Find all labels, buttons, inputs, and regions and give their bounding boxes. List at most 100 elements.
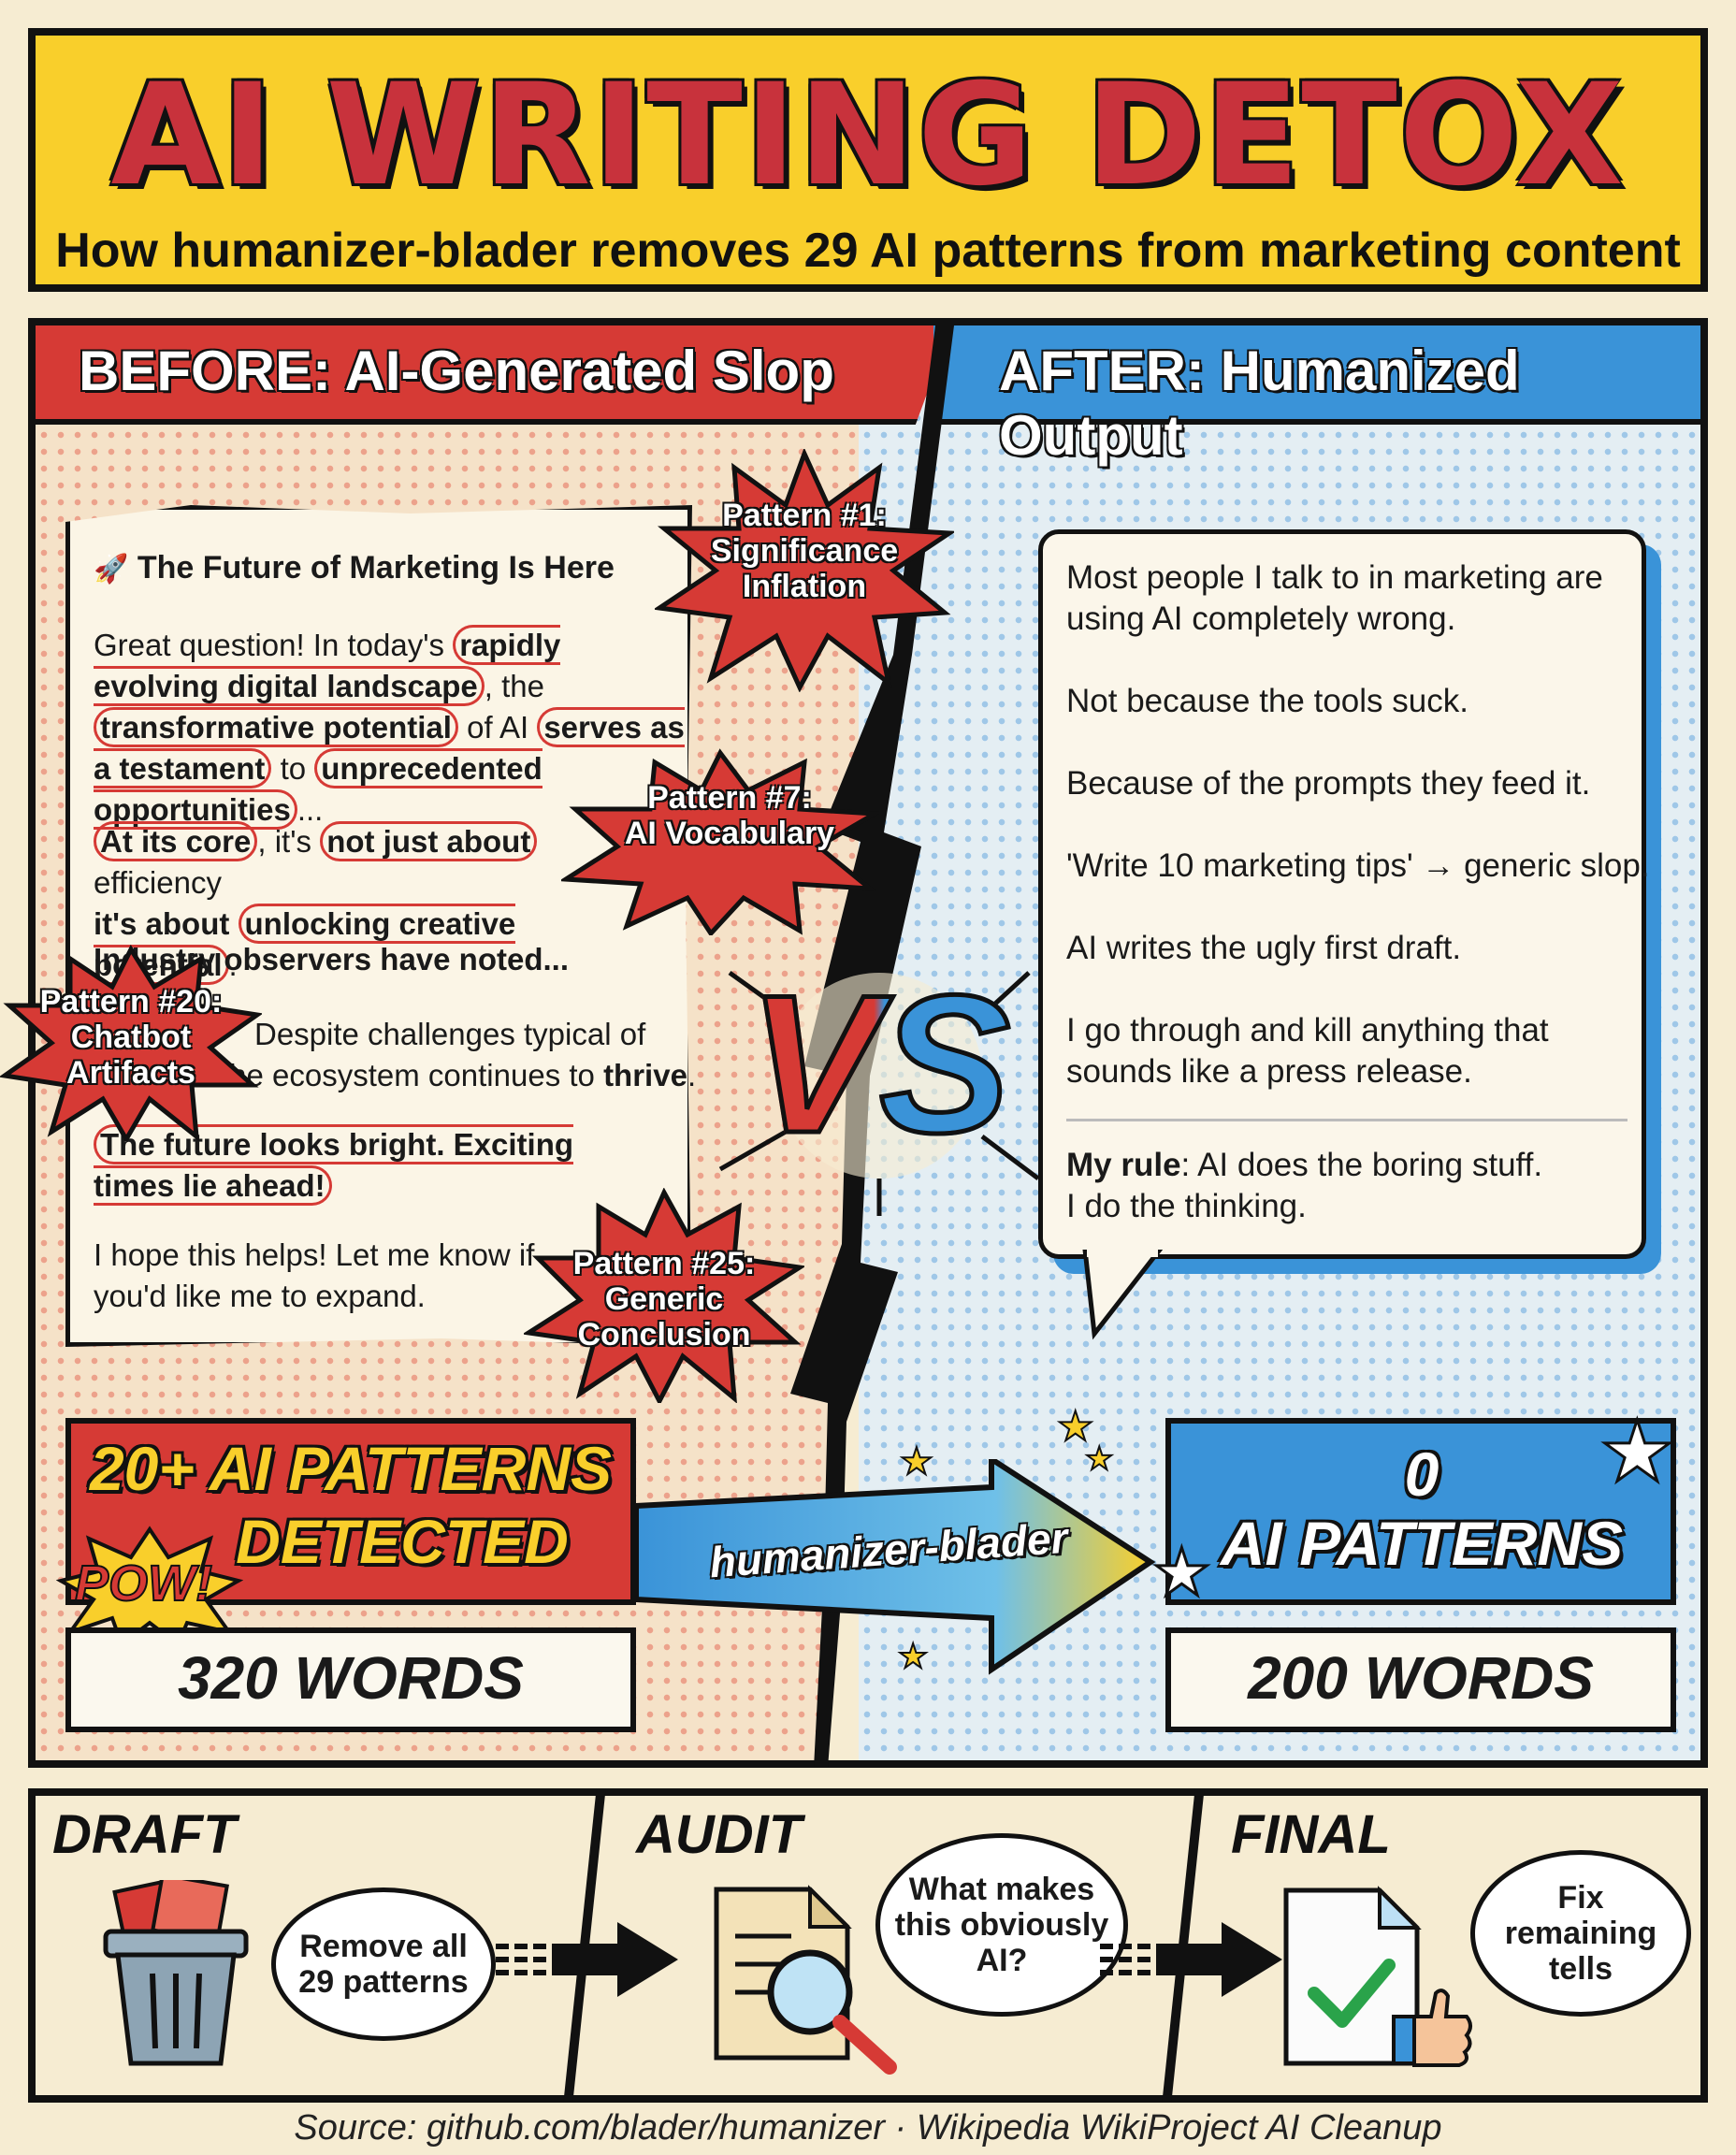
step-final-title: FINAL [1231,1804,1391,1865]
after-pattern-count-box [1165,1418,1676,1605]
bubble-line: remaining [1504,1916,1657,1951]
vs-text: VS [745,954,1012,1174]
sparkle-icon: ★ [899,1440,934,1483]
slop-text: Great question! In today's [94,628,454,662]
flagged-phrase: rapidly evolving digital landscape [94,625,561,706]
after-pattern-count-line-1: 0 [1404,1439,1439,1509]
pattern-label-line: Conclusion [577,1317,751,1352]
flagged-phrase: serves as a testament [94,707,685,788]
vs-burst-icon [718,935,1040,1216]
after-rule-line-2: I do the thinking. [1066,1188,1307,1224]
slop-paragraph-3: Industry observers have noted... [94,942,569,976]
flagged-phrase: unprecedented opportunities [94,748,542,830]
pattern-label-line: Artifacts [66,1055,195,1091]
slop-paragraph-2: At its core, it's not just about efficie… [94,821,645,986]
pattern-20-burst [0,945,262,1141]
after-line-6: AI writes the ugly first draft. [1066,930,1462,966]
page-title: AI WRITING DETOX [110,54,1626,217]
bubble-line: AI? [976,1943,1028,1978]
after-banner-text: AFTER: Humanized Output [999,340,1520,467]
slop-paragraph-5: The future looks bright. Exciting times … [94,1124,599,1207]
trash-icon [103,1880,249,2066]
slop-text: . [228,947,238,982]
flagged-phrase: The future looks bright. Exciting times … [94,1124,574,1206]
slop-text: thrive [603,1058,687,1092]
pow-label: POW! [74,1555,213,1613]
slop-paragraph-4b: the ecosystem continues to thrive. [221,1055,696,1096]
step-draft-title: DRAFT [52,1804,237,1865]
sparkle-icon: ★ [1084,1440,1115,1478]
pattern-label-line: Pattern #20: [39,984,223,1020]
bubble-line: 29 patterns [298,1964,469,2000]
after-line-3: Not because the tools suck. [1066,683,1468,719]
arrow-right-icon [1100,1922,1282,1997]
step-draft-bubble: Remove all 29 patterns [271,1887,496,2041]
after-word-count: 200 WORDS [1165,1627,1676,1732]
humanized-bubble [1038,529,1646,1259]
before-pattern-count-line-1: 20+ AI PATTERNS [89,1434,613,1503]
pattern-label-line: AI Vocabulary [624,816,835,851]
pattern-label-line: Pattern #25: [572,1246,756,1281]
sparkle-icon: ★ [1056,1403,1094,1451]
bubble-line: Fix [1557,1880,1604,1916]
arrow-right-icon [496,1922,678,1997]
pattern-label-line: Inflation [742,569,867,604]
transform-arrow-icon [636,1459,1156,1675]
magnifier-icon [714,1885,897,2075]
after-pattern-count-line-2: AI PATTERNS [1220,1509,1624,1578]
flagged-phrase: transformative potential [94,707,458,747]
bubble-divider [1066,1119,1628,1121]
star-icon: ★ [1599,1405,1677,1501]
doc-title: The Future of Marketing Is Here [137,550,615,586]
before-word-count: 320 WORDS [65,1627,636,1732]
pattern-1-burst [655,449,954,692]
before-banner: BEFORE: AI-Generated Slop [36,325,952,425]
slop-text: , it's [257,824,321,859]
slop-paragraph-4a: Despite challenges typical of [254,1017,646,1051]
versus-label: VS [745,959,1012,1169]
flagged-phrase: not just about [320,821,538,861]
slop-paragraph-1: Great question! In today's rapidly evolv… [94,625,692,831]
check-document-icon [1283,1886,1472,2067]
slop-text: the ecosystem continues to [221,1058,604,1092]
pattern-7-burst [561,748,879,935]
pattern-20-label: Pattern #20: Chatbot Artifacts [28,984,234,1091]
after-line-4: Because of the prompts they feed it. [1066,765,1591,802]
slop-text: efficiency [94,865,222,900]
after-line-7: I go through and kill anything that [1066,1012,1549,1049]
bubble-line: this obviously [894,1907,1109,1943]
bubble-line: tells [1548,1951,1613,1987]
page-subtitle: How humanizer-blader removes 29 AI patte… [55,224,1681,278]
after-line-5: 'Write 10 marketing tips' → generic slop… [1066,847,1650,884]
after-line-1: Most people I talk to in marketing are [1066,559,1603,596]
slop-paragraph-6: I hope this helps! Let me know if you'd … [94,1237,535,1313]
star-icon: ★ [1151,1535,1213,1611]
before-banner-text: BEFORE: AI-Generated Slop [79,340,834,402]
rule-label: My rule [1066,1147,1181,1183]
header: AI WRITING DETOX How humanizer-blader re… [28,28,1708,292]
step-audit-bubble: What makes this obviously AI? [875,1833,1128,2017]
bubble-line: What makes [908,1872,1095,1907]
pattern-7-label: Pattern #7: AI Vocabulary [617,780,842,851]
pattern-label-line: Significance [710,533,899,569]
pattern-label-line: Generic [604,1281,724,1317]
step-audit-title: AUDIT [636,1804,803,1865]
after-line-2: using AI completely wrong. [1066,600,1456,637]
slop-text: . [687,1058,697,1092]
pattern-label-line: Pattern #1: [722,498,887,533]
step-final-bubble: Fix remaining tells [1470,1850,1691,2017]
slop-text: it's about [94,906,239,941]
after-line-8: sounds like a press release. [1066,1053,1472,1090]
slop-text: of AI [457,710,538,745]
sparkle-icon: ★ [897,1636,929,1676]
pattern-25-burst [524,1188,804,1403]
rocket-icon: 🚀 [94,554,129,585]
after-banner: AFTER: Humanized Output [933,325,1700,467]
before-pattern-count-line-2: DETECTED [236,1507,569,1576]
pattern-1-label: Pattern #1: Significance Inflation [692,498,917,604]
doc-title-row: 🚀 The Future of Marketing Is Here [94,550,615,586]
source-credit: Source: github.com/blader/humanizer · Wi… [294,2108,1442,2148]
bubble-line: Remove all [299,1929,468,1964]
slop-text: ... [297,792,324,827]
after-rule-line-1: My rule: AI does the boring stuff. [1066,1145,1542,1186]
